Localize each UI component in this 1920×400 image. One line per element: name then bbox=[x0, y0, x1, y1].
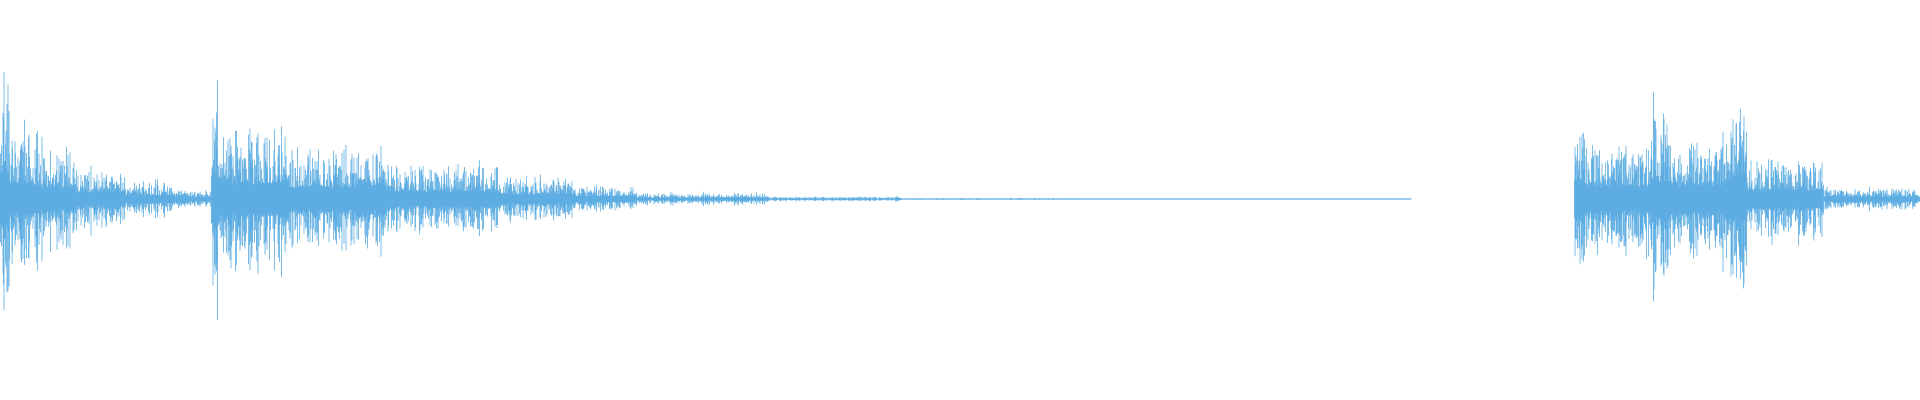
waveform-trace bbox=[0, 72, 1920, 320]
